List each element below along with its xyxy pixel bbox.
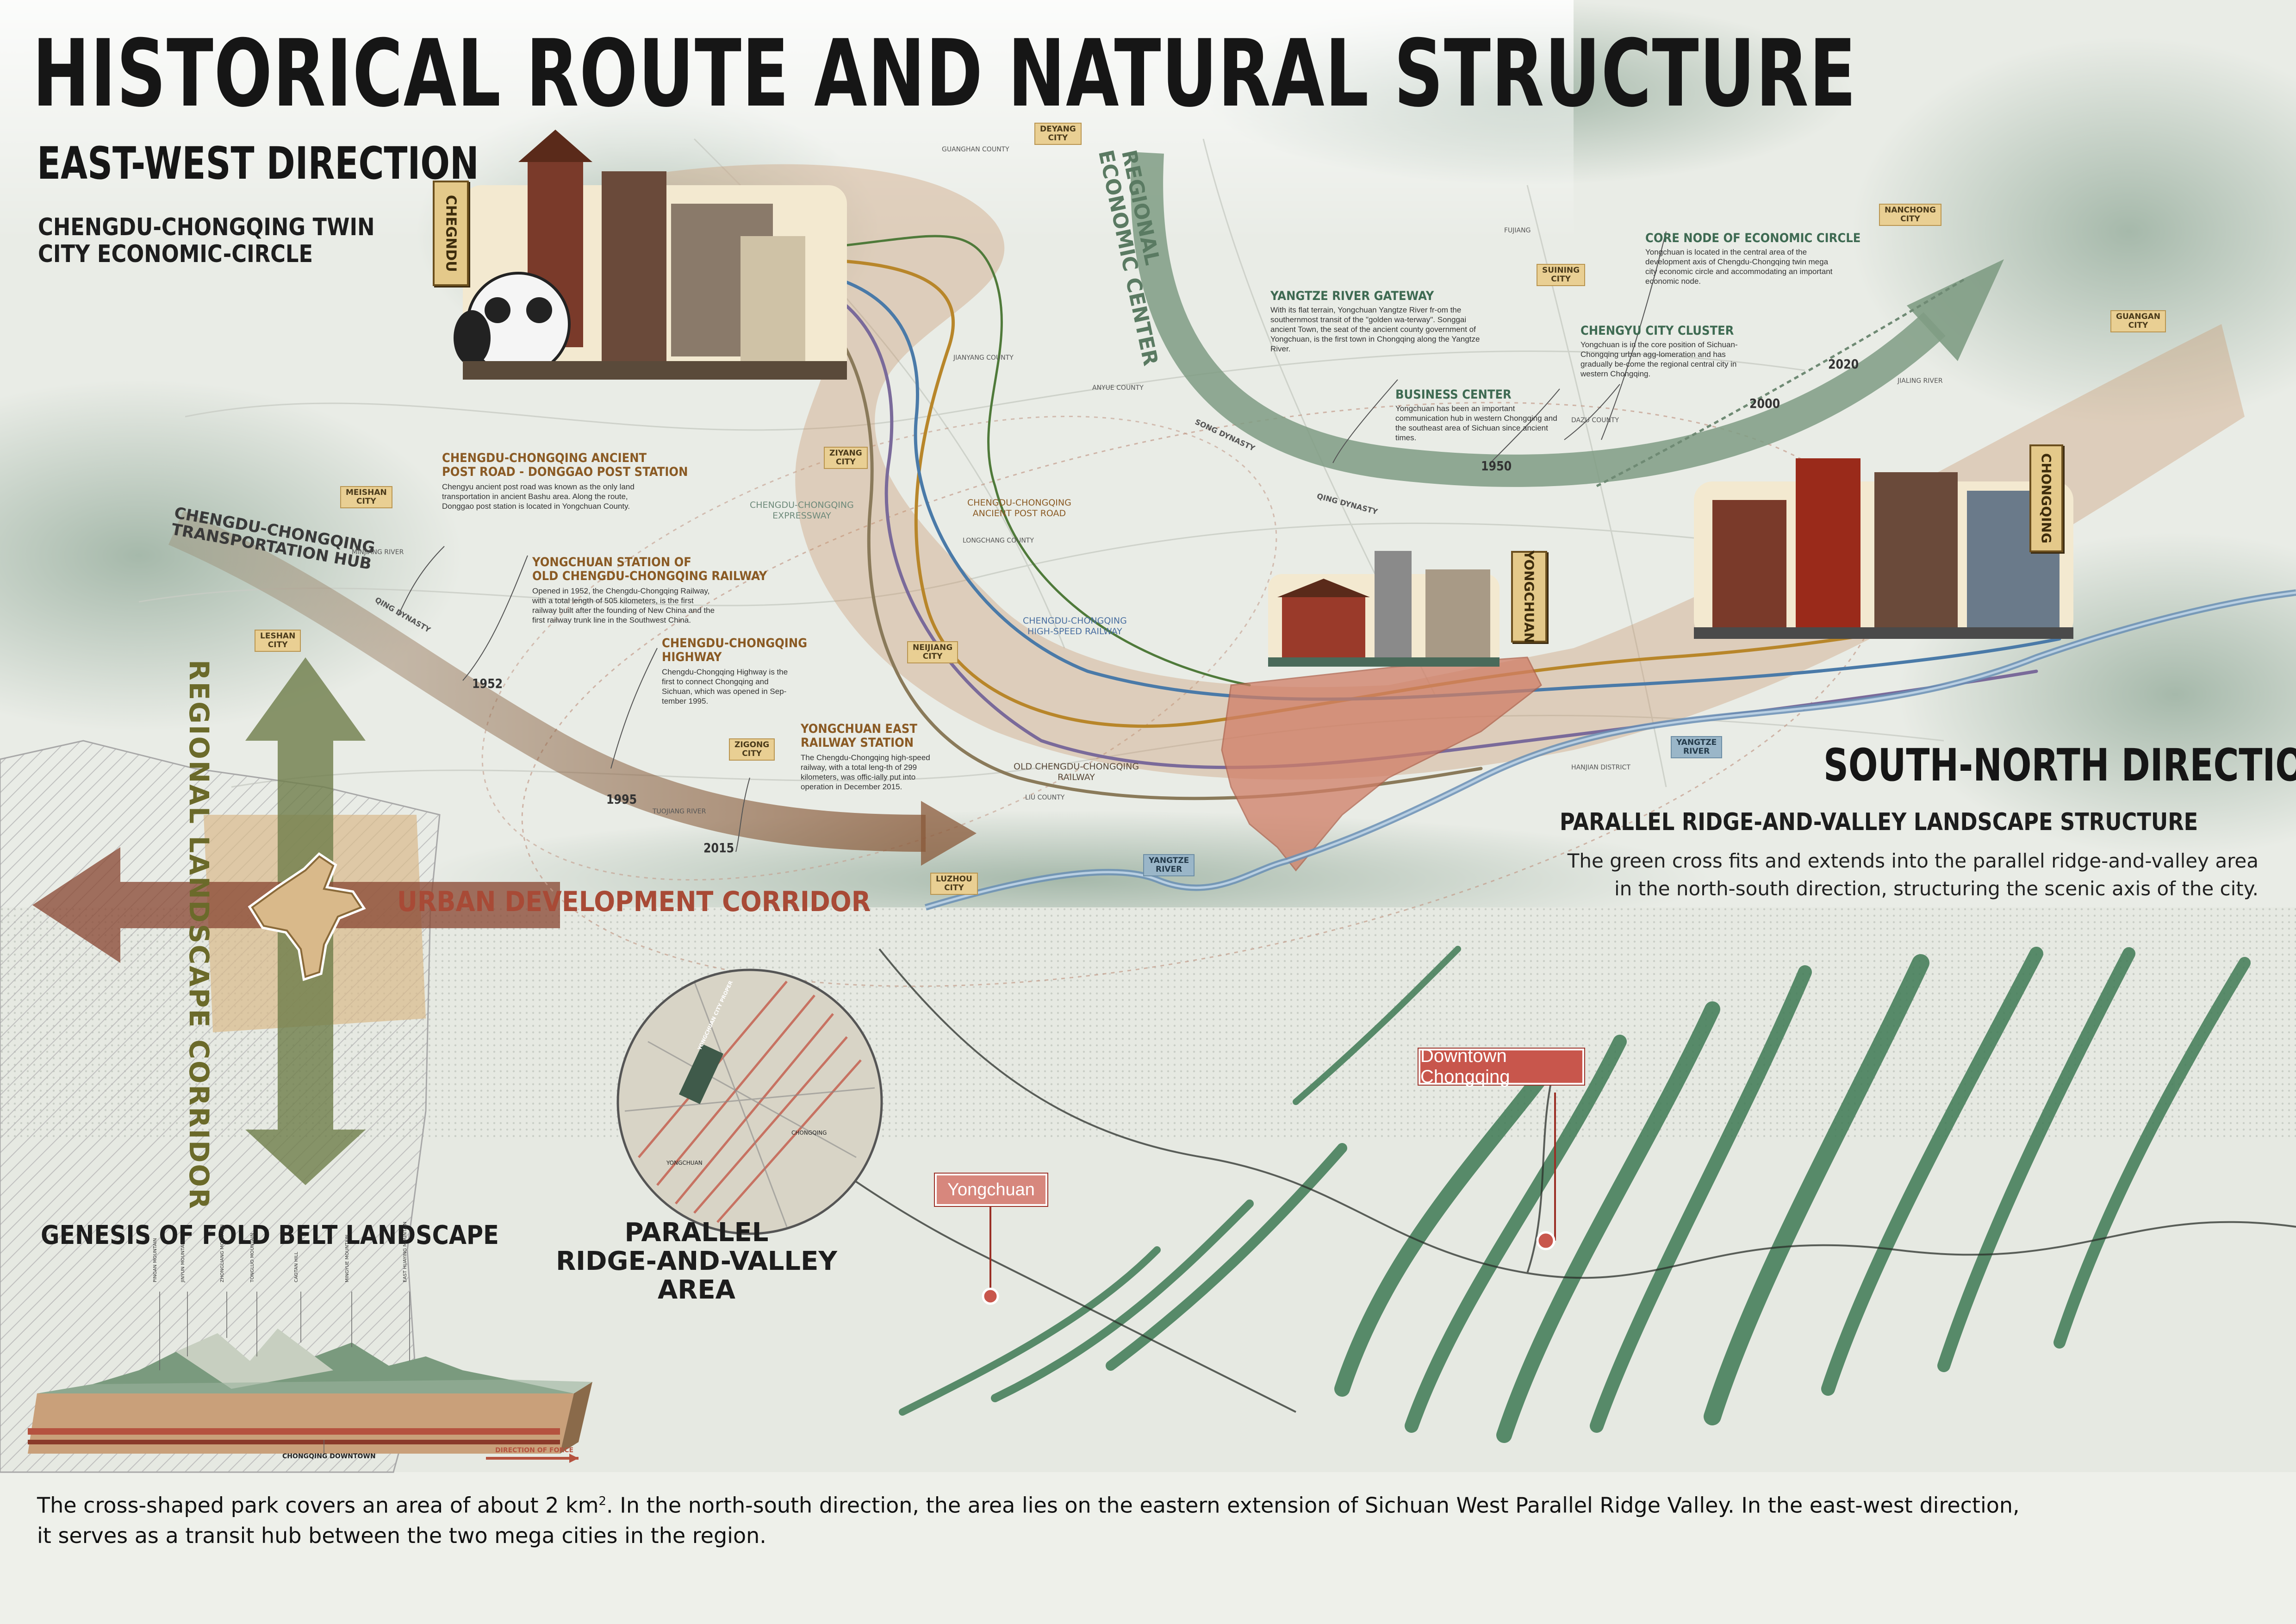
city-tag: LESHAN CITY [255,630,301,652]
note-east-railway-station: YONGCHUAN EAST RAILWAY STATION The Cheng… [801,722,930,792]
expressway-label: CHENGDU-CHONGQING EXPRESSWAY [750,500,854,521]
city-tag: ZIYANG CITY [824,447,868,469]
year-1952: 1952 [472,676,503,691]
south-north-text: The green cross fits and extends into th… [1518,847,2259,903]
high-speed-railway-label: CHENGDU-CHONGQING HIGH-SPEED RAILWAY [1023,616,1127,637]
city-tag: NANCHONG CITY [1879,204,1941,226]
small-label-fujiang: FUJIANG [1504,227,1531,234]
small-label-jialing: JIALING RIVER [1898,377,1943,385]
yongchuan-label: YONGCHUAN [1511,550,1547,643]
river-tag: YANGTZE RIVER [1143,854,1195,876]
year-1950: 1950 [1481,458,1512,474]
marker-yongchuan[interactable]: Yongchuan [935,1174,1047,1206]
year-2000: 2000 [1749,396,1780,411]
city-tag: MEISHAN CITY [340,486,392,508]
note-chengyu-city-cluster: CHENGYU CITY CLUSTER Yongchuan is in the… [1580,324,1738,379]
poster-title: HISTORICAL ROUTE AND NATURAL STRUCTURE [32,20,1857,128]
marker-downtown-chongqing[interactable]: Downtown Chongqing [1419,1046,1584,1087]
note-yangtze-gateway: YANGTZE RIVER GATEWAY With its flat terr… [1270,289,1480,354]
chengdu-collage [454,130,847,380]
fold-belt-mountain-labels: PINGAN MOUNTAIN JINYUN MOUNTAIN ZHONGLIA… [153,1221,408,1282]
small-label-tuojiang: TUOJIANG RIVER [653,808,706,815]
small-label-dazu: DAZU COUNTY [1571,417,1619,424]
small-label-minjiang: MINJIANG RIVER [352,549,404,556]
fold-belt-title: GENESIS OF FOLD BELT LANDSCAPE [41,1220,499,1250]
year-1995: 1995 [606,792,637,807]
city-tag: NEIJIANG CITY [907,641,958,663]
old-railway-label: OLD CHENGDU-CHONGQING RAILWAY [1014,762,1139,782]
inset-chongqing-label: CHONGQING [791,1130,827,1136]
chengdu-label: CHEGNDU [433,181,469,286]
inset-yongchuan-label: YONGCHUAN [666,1160,703,1166]
regional-economic-center-label: REGIONAL ECONOMIC CENTER [1094,148,1164,368]
small-label-anyue: ANYUE COUNTY [1092,384,1144,392]
river-tag: YANGTZE RIVER [1671,736,1723,758]
year-2015: 2015 [703,840,734,856]
south-north-text-2: in the north-south direction, structurin… [1614,877,2259,900]
note-core-node: CORE NODE OF ECONOMIC CIRCLE Yongchuan i… [1645,231,1861,286]
note-ancient-post-road: CHENGDU-CHONGQING ANCIENT POST ROAD - DO… [442,451,688,511]
fold-belt-block [28,1292,592,1463]
chongqing-label: CHONGQING [2029,444,2063,552]
south-north-text-1: The green cross fits and extends into th… [1567,849,2259,872]
regional-landscape-corridor-label: REGIONAL LANDSCAPE CORRIDOR [183,660,215,1211]
city-tag: SUINING CITY [1537,264,1586,286]
small-label-jianyang: JIANYANG COUNTY [953,354,1014,362]
bottom-caption: The cross-shaped park covers an area of … [37,1493,2020,1549]
city-tag: LUZHOU CITY [930,873,978,895]
urban-development-corridor-label: URBAN DEVELOPMENT CORRIDOR [397,886,871,918]
small-label-guanghan: GUANGHAN COUNTY [942,146,1009,153]
east-west-subheading-2: CITY ECONOMIC-CIRCLE [38,240,313,268]
city-tag: DEYANG CITY [1034,123,1082,145]
city-tag: GUANGAN CITY [2110,310,2166,332]
ancient-post-road-label: CHENGDU-CHONGQING ANCIENT POST ROAD [967,498,1071,518]
east-west-subheading-1: CHENGDU-CHONGQING TWIN [38,213,375,241]
year-2020: 2020 [1828,356,1859,372]
yongchuan-collage [1268,551,1500,667]
note-business-center: BUSINESS CENTER Yongchuan has been an im… [1395,387,1557,443]
south-north-subheading: PARALLEL RIDGE-AND-VALLEY LANDSCAPE STRU… [1560,808,2198,836]
south-north-heading: SOUTH-NORTH DIRECTION [1823,739,2296,791]
ridge-area-title: PARALLEL RIDGE-AND-VALLEY AREA [556,1218,837,1305]
small-label-hanjian: HANJIAN DISTRICT [1571,764,1630,771]
chongqing-collage [1694,458,2073,639]
city-tag: ZIGONG CITY [729,738,775,761]
note-highway: CHENGDU-CHONGQING HIGHWAY Chengdu-Chongq… [662,636,808,706]
east-west-heading: EAST-WEST DIRECTION [37,137,479,189]
note-old-railway-station: YONGCHUAN STATION OF OLD CHENGDU-CHONGQI… [532,555,767,625]
direction-of-force-label: DIRECTION OF FORCE [495,1447,574,1454]
small-label-longchang: LONGCHANG COUNTY [963,537,1034,544]
small-label-liu: LIU COUNTY [1025,794,1065,801]
fold-belt-downtown-label: CHONGQING DOWNTOWN [282,1453,376,1460]
